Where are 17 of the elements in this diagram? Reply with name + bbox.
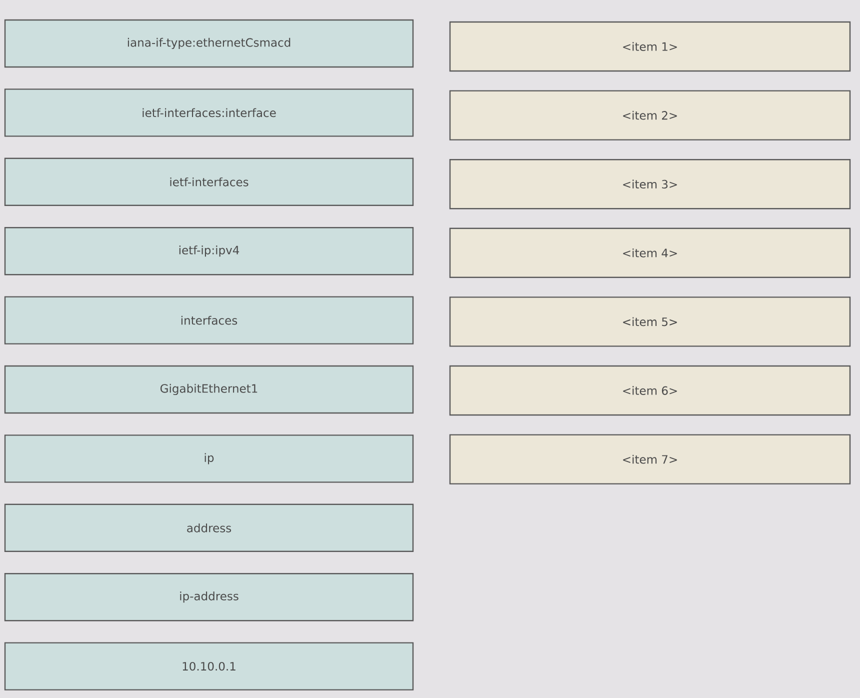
answer-slot: <item 1> [449,21,851,72]
answer-tile: ietf-ip:ipv4 [4,227,414,276]
answer-tile: ietf-interfaces [4,158,414,206]
answer-tile: interfaces [4,296,414,344]
answer-tile: GigabitEthernet1 [4,365,414,414]
answer-slot: <item 4> [449,228,851,278]
answer-tile: address [4,504,414,552]
answer-tile: ietf-interfaces:interface [4,88,414,137]
answer-tile: ip [4,434,414,483]
answer-tile: 10.10.0.1 [4,642,414,690]
answer-slot: <item 2> [449,90,851,140]
answer-slot: <item 6> [449,365,851,416]
answer-tile: ip-address [4,573,414,622]
answer-slot: <item 3> [449,159,851,210]
answer-slot: <item 5> [449,296,851,347]
answer-tile: iana-if-type:ethernetCsmacd [4,19,414,68]
answer-slot: <item 7> [449,434,851,484]
